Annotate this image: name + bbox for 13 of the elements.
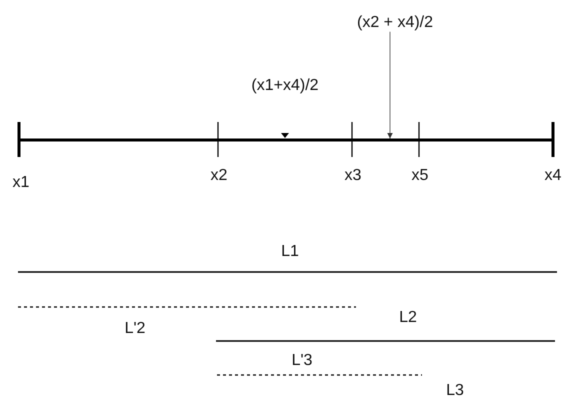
point-label: x2 bbox=[210, 167, 228, 185]
segment-label: L2 bbox=[399, 309, 417, 327]
segment-label: L'2 bbox=[124, 320, 146, 338]
segment-label: L'3 bbox=[292, 352, 312, 370]
point-label: x5 bbox=[412, 167, 428, 185]
point-label: x4 bbox=[544, 167, 562, 185]
midpoint-label: (x2 + x4)/2 bbox=[356, 14, 434, 32]
leader-arrow bbox=[387, 31, 393, 139]
segment-label: L3 bbox=[446, 382, 464, 400]
midpoint-label: (x1+x4)/2 bbox=[251, 77, 319, 95]
point-label: x1 bbox=[12, 174, 30, 192]
segment-label: L1 bbox=[281, 243, 299, 261]
point-label: x3 bbox=[344, 167, 362, 185]
